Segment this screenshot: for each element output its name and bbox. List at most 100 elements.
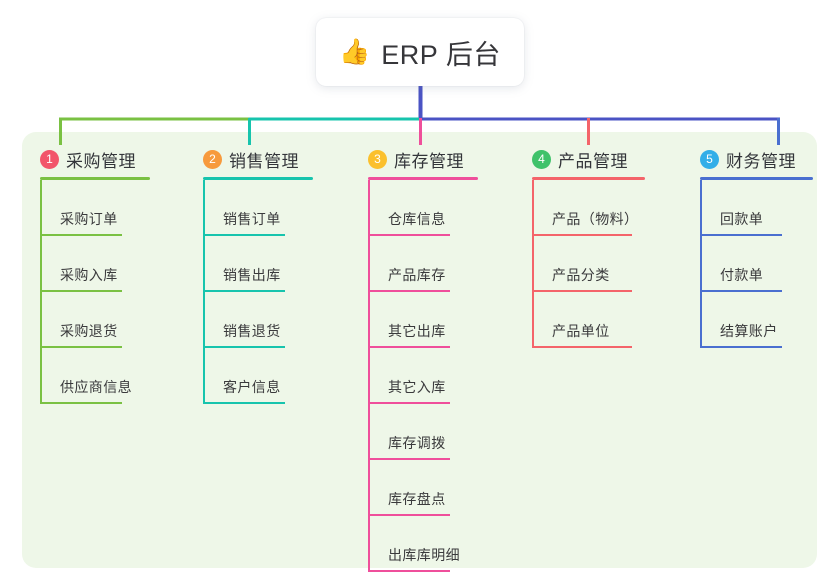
leaf-item-underline	[700, 346, 782, 348]
leaf-item[interactable]: 库存盘点	[368, 460, 478, 516]
leaf-item[interactable]: 结算账户	[700, 292, 813, 348]
leaf-item[interactable]: 仓库信息	[368, 180, 478, 236]
column-header-3[interactable]: 3 库存管理	[368, 146, 478, 172]
mindmap-panel	[22, 132, 817, 568]
root-node-title: ERP 后台	[381, 39, 501, 70]
leaf-item-label: 采购入库	[60, 267, 118, 283]
column-1: 1 采购管理采购订单采购入库采购退货供应商信息	[40, 146, 150, 404]
leaf-item-underline	[532, 346, 632, 348]
leaf-item-underline	[368, 514, 450, 516]
leaf-item-underline	[40, 290, 122, 292]
leaf-item[interactable]: 销售出库	[203, 236, 313, 292]
leaf-item[interactable]: 采购退货	[40, 292, 150, 348]
leaf-item-label: 客户信息	[223, 379, 281, 395]
column-rule-2	[203, 177, 313, 180]
leaf-item[interactable]: 客户信息	[203, 348, 313, 404]
leaf-item-label: 采购订单	[60, 211, 118, 227]
column-rule-5	[700, 177, 813, 180]
leaf-list-5: 回款单付款单结算账户	[700, 180, 813, 348]
leaf-item-underline	[368, 458, 450, 460]
column-5: 5 财务管理回款单付款单结算账户	[700, 146, 813, 348]
column-badge-2: 2	[203, 149, 222, 169]
root-node-card[interactable]: 👍 ERP 后台	[316, 18, 524, 86]
leaf-item[interactable]: 出库库明细	[368, 516, 478, 572]
leaf-item[interactable]: 产品（物料）	[532, 180, 645, 236]
leaf-list-4: 产品（物料） 产品分类产品单位	[532, 180, 645, 348]
leaf-item-underline	[203, 402, 285, 404]
leaf-item-label: 采购退货	[60, 323, 118, 339]
leaf-item[interactable]: 采购订单	[40, 180, 150, 236]
leaf-item-underline	[368, 346, 450, 348]
leaf-item-label: 产品库存	[388, 267, 446, 283]
leaf-item-underline	[700, 234, 782, 236]
column-header-5[interactable]: 5 财务管理	[700, 146, 813, 172]
leaf-spine-4	[532, 180, 534, 348]
leaf-list-3: 仓库信息产品库存其它出库其它入库库存调拨库存盘点出库库明细	[368, 180, 478, 572]
leaf-item[interactable]: 库存调拨	[368, 404, 478, 460]
leaf-spine-5	[700, 180, 702, 348]
leaf-item-label: 库存调拨	[388, 435, 446, 451]
column-2: 2 销售管理销售订单销售出库销售退货客户信息	[203, 146, 313, 404]
column-header-1[interactable]: 1 采购管理	[40, 146, 150, 172]
leaf-spine-1	[40, 180, 42, 404]
leaf-item[interactable]: 供应商信息	[40, 348, 150, 404]
leaf-item-label: 销售出库	[223, 267, 281, 283]
column-badge-5: 5	[700, 149, 719, 169]
column-3: 3 库存管理仓库信息产品库存其它出库其它入库库存调拨库存盘点出库库明细	[368, 146, 478, 572]
leaf-spine-2	[203, 180, 205, 404]
leaf-list-2: 销售订单销售出库销售退货客户信息	[203, 180, 313, 404]
leaf-item-label: 回款单	[720, 211, 764, 227]
leaf-item-underline	[203, 290, 285, 292]
column-badge-4: 4	[532, 149, 551, 169]
leaf-item[interactable]: 产品分类	[532, 236, 645, 292]
column-rule-1	[40, 177, 150, 180]
column-badge-1: 1	[40, 149, 59, 169]
leaf-item-label: 其它入库	[388, 379, 446, 395]
leaf-item-underline	[368, 570, 450, 572]
leaf-item-underline	[368, 234, 450, 236]
leaf-item-label: 出库库明细	[388, 547, 460, 563]
leaf-item-label: 结算账户	[720, 323, 778, 339]
leaf-spine-3	[368, 180, 370, 572]
leaf-item-label: 产品（物料）	[552, 211, 639, 227]
leaf-item-label: 供应商信息	[60, 379, 132, 395]
leaf-item-label: 产品分类	[552, 267, 610, 283]
column-title-3: 库存管理	[394, 151, 464, 171]
leaf-item-label: 付款单	[720, 267, 764, 283]
column-title-5: 财务管理	[726, 151, 796, 171]
column-header-2[interactable]: 2 销售管理	[203, 146, 313, 172]
column-badge-3: 3	[368, 149, 387, 169]
leaf-item-underline	[368, 290, 450, 292]
leaf-item[interactable]: 采购入库	[40, 236, 150, 292]
leaf-item-label: 其它出库	[388, 323, 446, 339]
leaf-item-label: 库存盘点	[388, 491, 446, 507]
leaf-item[interactable]: 其它出库	[368, 292, 478, 348]
leaf-item-underline	[40, 346, 122, 348]
leaf-item-label: 仓库信息	[388, 211, 446, 227]
leaf-item-label: 销售订单	[223, 211, 281, 227]
leaf-item[interactable]: 产品单位	[532, 292, 645, 348]
column-rule-4	[532, 177, 645, 180]
thumbs-up-icon: 👍	[339, 37, 371, 66]
column-title-1: 采购管理	[66, 151, 136, 171]
leaf-item-underline	[700, 290, 782, 292]
leaf-item[interactable]: 销售订单	[203, 180, 313, 236]
leaf-item-label: 销售退货	[223, 323, 281, 339]
leaf-item-underline	[203, 234, 285, 236]
leaf-item-underline	[532, 234, 632, 236]
leaf-item[interactable]: 产品库存	[368, 236, 478, 292]
leaf-item[interactable]: 付款单	[700, 236, 813, 292]
leaf-item-underline	[40, 402, 122, 404]
leaf-item[interactable]: 回款单	[700, 180, 813, 236]
leaf-item-underline	[40, 234, 122, 236]
column-4: 4 产品管理产品（物料） 产品分类产品单位	[532, 146, 645, 348]
column-header-4[interactable]: 4 产品管理	[532, 146, 645, 172]
leaf-item-underline	[532, 290, 632, 292]
leaf-item-underline	[368, 402, 450, 404]
column-title-2: 销售管理	[229, 151, 299, 171]
leaf-item[interactable]: 其它入库	[368, 348, 478, 404]
leaf-item[interactable]: 销售退货	[203, 292, 313, 348]
leaf-item-underline	[203, 346, 285, 348]
leaf-list-1: 采购订单采购入库采购退货供应商信息	[40, 180, 150, 404]
column-title-4: 产品管理	[558, 151, 628, 171]
